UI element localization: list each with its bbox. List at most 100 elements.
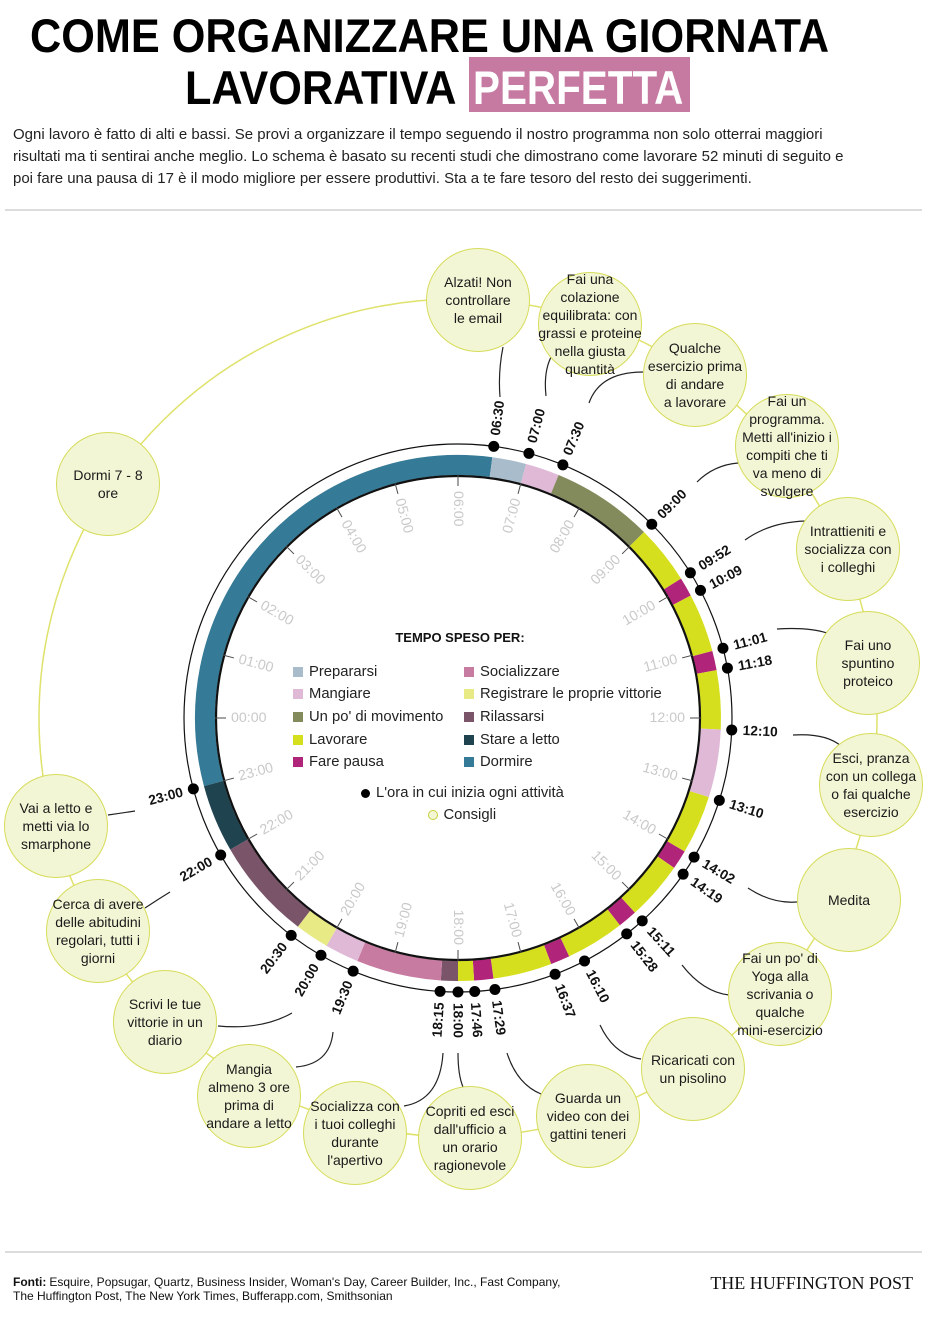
legend-swatch xyxy=(293,689,303,700)
tip-text-line: svolgere xyxy=(760,483,814,499)
tip-connector-line xyxy=(498,346,504,398)
activity-start-dot xyxy=(694,584,706,596)
legend-label: Rilassarsi xyxy=(480,709,545,725)
legend-swatch xyxy=(293,712,303,722)
activity-start-dot xyxy=(488,440,500,452)
bottom-divider xyxy=(5,1251,922,1253)
hour-tick xyxy=(681,777,693,782)
tip-text-line: almeno 3 ore xyxy=(208,1079,290,1095)
segment-prepararsi xyxy=(489,457,527,484)
tip-connector-line xyxy=(747,887,798,903)
hour-label: 19:00 xyxy=(392,901,417,940)
tip-text-line: Qualche xyxy=(668,340,722,356)
segment-lavorare xyxy=(667,790,709,852)
sources-label: Fonti: xyxy=(13,1275,47,1289)
activity-start-dot xyxy=(721,662,733,674)
legend-label: Dormire xyxy=(480,754,533,771)
hour-tick xyxy=(658,833,669,840)
hour-label: 09:00 xyxy=(588,552,624,588)
hour-label: 21:00 xyxy=(292,848,328,884)
activity-start-dot xyxy=(489,984,501,995)
legend-swatch xyxy=(464,666,474,677)
tip-circle-icon xyxy=(427,809,438,820)
hour-label: 23:00 xyxy=(237,760,276,785)
hour-ticks xyxy=(215,475,701,961)
sources-text: Esquire, Popsugar, Quartz, Business Insi… xyxy=(49,1275,561,1289)
hour-label: 08:00 xyxy=(547,517,579,556)
legend-swatch xyxy=(464,734,474,745)
tip-text-line: spuntino xyxy=(841,655,895,671)
tip-text-line: con un collega xyxy=(825,768,917,784)
tip-text-line: controllare xyxy=(445,292,511,308)
legend-swatch xyxy=(464,689,474,700)
legend-swatch xyxy=(464,757,474,768)
segment-rilassarsi xyxy=(230,839,311,927)
tip-text-line: esercizio prima xyxy=(647,358,743,374)
tip-text-line: diario xyxy=(147,1032,183,1048)
hour-tick xyxy=(247,596,258,603)
activity-start-time: 11:18 xyxy=(737,652,774,673)
segment-rilassarsi xyxy=(440,960,459,982)
legend-label: Mangiare xyxy=(309,686,371,703)
legend-label: Prepararsi xyxy=(309,663,378,680)
hour-tick xyxy=(247,833,258,840)
top-divider xyxy=(5,209,922,211)
activity-start-time: 13:10 xyxy=(728,797,766,822)
tip-connector-line xyxy=(457,1052,464,1088)
tip-text-line: video con dei xyxy=(546,1108,630,1124)
segment-pausa xyxy=(657,841,685,868)
hour-tick xyxy=(336,918,343,929)
activity-start-time: 12:10 xyxy=(742,723,778,740)
activity-start-time: 06:30 xyxy=(488,399,507,436)
hour-tick xyxy=(394,941,399,953)
segment-lavorare xyxy=(696,670,721,730)
activity-start-dot xyxy=(452,986,464,998)
hour-label: 04:00 xyxy=(338,517,370,556)
activity-start-time: 07:00 xyxy=(525,407,549,445)
activity-start-time: 09:00 xyxy=(654,486,690,522)
segment-lavorare xyxy=(490,945,552,979)
activity-start-dot xyxy=(688,851,700,863)
segment-vittorie xyxy=(297,910,337,946)
activity-start-dot xyxy=(646,518,658,530)
activity-start-dot xyxy=(684,567,696,579)
hour-tick xyxy=(336,507,343,518)
tip-text-line: Socializza con xyxy=(310,1098,400,1114)
tip-connector-line xyxy=(776,627,828,634)
activity-ring xyxy=(195,455,721,982)
hour-label: 01:00 xyxy=(237,652,276,677)
intro-line: Ogni lavoro è fatto di alti e bassi. Se … xyxy=(13,126,823,143)
hour-tick xyxy=(681,654,693,659)
tip-text-line: esercizio xyxy=(843,804,899,820)
activity-start-time: 11:01 xyxy=(732,629,769,652)
activity-start-dot xyxy=(726,724,738,736)
tip-connector-line xyxy=(295,1031,334,1068)
tip-text-line: regolari, tutti i xyxy=(55,932,141,948)
tip-text-line: compiti che ti xyxy=(746,447,828,463)
sources-line-1: Fonti:Esquire, Popsugar, Quartz, Busines… xyxy=(13,1275,561,1290)
hour-tick xyxy=(517,941,522,953)
tip-text-line: Fai una xyxy=(566,271,614,287)
activity-start-dot xyxy=(677,868,689,880)
segment-pausa xyxy=(607,897,635,926)
hour-tick xyxy=(394,483,399,495)
tip-text-line: Vai a letto e xyxy=(19,800,93,816)
hour-label: 16:00 xyxy=(547,880,579,919)
hour-label: 18:00 xyxy=(450,909,466,945)
tip-text-line: Esci, pranza xyxy=(832,750,910,766)
hour-tick xyxy=(285,545,295,555)
hour-tick xyxy=(517,483,522,495)
activity-start-time: 17:29 xyxy=(489,999,509,1036)
tip-text-line: scrivania o xyxy=(746,986,814,1002)
hour-label: 17:00 xyxy=(500,901,525,940)
hour-label: 13:00 xyxy=(641,760,680,785)
segment-lavorare xyxy=(672,595,713,657)
hour-label: 03:00 xyxy=(292,552,328,588)
tip-text-line: Fai un po' di xyxy=(742,950,818,966)
activity-start-dots xyxy=(187,440,738,998)
segment-letto xyxy=(203,780,248,850)
